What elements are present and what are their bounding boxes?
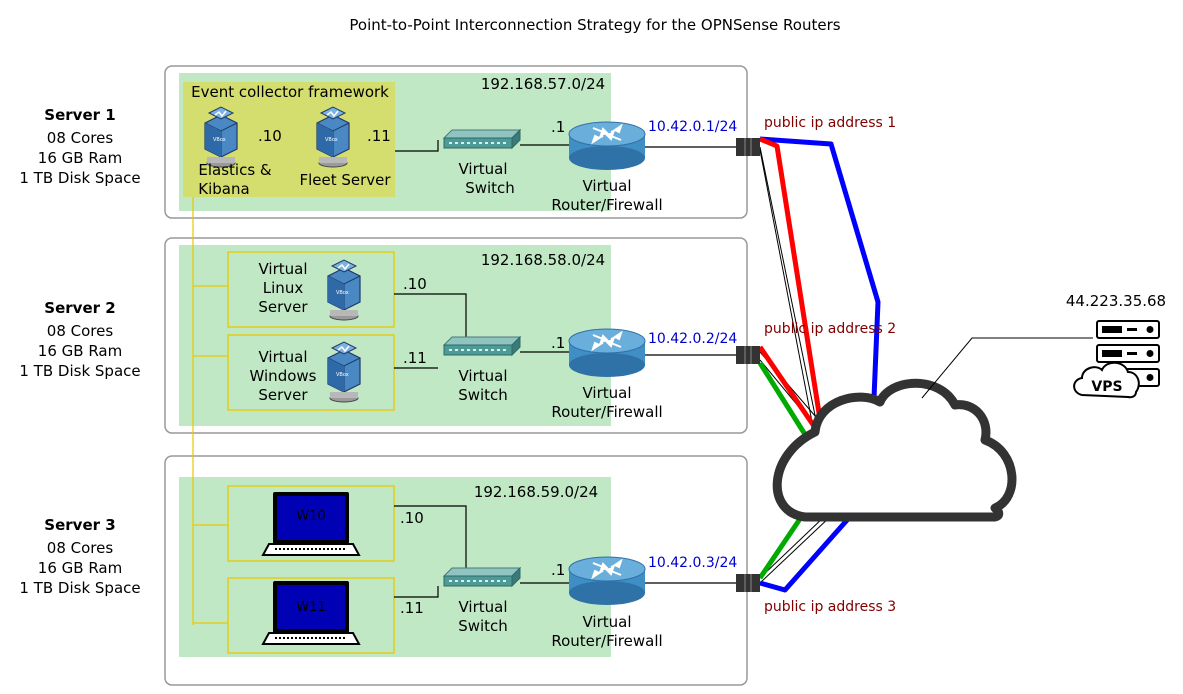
linux-vm-line3: Server (258, 298, 308, 316)
switch-3-line1: Virtual (458, 598, 507, 616)
server-2-ram: 16 GB Ram (38, 342, 122, 360)
w10-client-box (227, 485, 395, 562)
agent-bus (192, 197, 228, 625)
server-1-info: Server 1 08 Cores 16 GB Ram 1 TB Disk Sp… (19, 106, 140, 187)
wan-port-icon (735, 345, 761, 365)
switch-icon (443, 129, 521, 149)
link-red (759, 136, 825, 433)
subnet-3-label: 192.168.59.0/24 (474, 483, 598, 501)
p2p-links (757, 136, 881, 593)
wan-port-icon (735, 137, 761, 157)
subnet-3-area (179, 477, 611, 657)
server-2-cores: 08 Cores (47, 322, 114, 340)
router-icon (568, 121, 646, 171)
server-2-disk: 1 TB Disk Space (19, 362, 140, 380)
link-green (757, 361, 809, 438)
server-3-info: Server 3 08 Cores 16 GB Ram 1 TB Disk Sp… (19, 516, 140, 597)
fleet-octet: .11 (367, 127, 391, 145)
vps-link (921, 337, 1093, 399)
laptop-icon: W11 (262, 580, 360, 645)
server-3-name: Server 3 (44, 516, 115, 534)
router-2-octet: .1 (551, 334, 565, 352)
router-icon (568, 328, 646, 378)
server-1-ram: 16 GB Ram (38, 149, 122, 167)
router-3-line2: Router/Firewall (551, 632, 662, 650)
elastic-label-2: Kibana (198, 180, 249, 198)
server-3-ram: 16 GB Ram (38, 559, 122, 577)
internal-links (394, 140, 736, 598)
public-ip-2: public ip address 2 (764, 321, 896, 337)
w11-label: W11 (296, 600, 325, 615)
router-1-line2: Router/Firewall (551, 196, 662, 214)
server-rack-icon: VPS (1073, 320, 1160, 399)
wan-ip-3: 10.42.0.3/24 (648, 555, 737, 571)
switch-icon (443, 336, 521, 356)
windows-vm-line3: Server (258, 386, 308, 404)
linux-vm-octet: .10 (403, 275, 427, 293)
event-collector-title: Event collector framework (191, 83, 389, 101)
link-blue (759, 517, 850, 593)
server-1-cores: 08 Cores (47, 129, 114, 147)
laptop-icon: W10 (262, 491, 360, 556)
server-1-name: Server 1 (44, 106, 115, 124)
router-icon (568, 556, 646, 606)
windows-vm-line1: Virtual (258, 348, 307, 366)
linux-vm-box (227, 251, 395, 328)
server-2-name: Server 2 (44, 299, 115, 317)
w10-label: W10 (296, 509, 325, 524)
w11-octet: .11 (400, 599, 424, 617)
elastic-label-1: Elastics & (198, 161, 272, 179)
server-2-info: Server 2 08 Cores 16 GB Ram 1 TB Disk Sp… (19, 299, 140, 380)
router-3-line1: Virtual (582, 613, 631, 631)
wan-port-icon (735, 573, 761, 593)
windows-vm-line2: Windows (250, 367, 317, 385)
cloud-icon (772, 378, 1017, 522)
server-3-disk: 1 TB Disk Space (19, 579, 140, 597)
router-2-line2: Router/Firewall (551, 403, 662, 421)
router-3-octet: .1 (551, 561, 565, 579)
elastic-octet: .10 (258, 127, 282, 145)
fleet-label: Fleet Server (299, 171, 391, 189)
server-1-disk: 1 TB Disk Space (19, 169, 140, 187)
link-red (757, 345, 821, 434)
server-3-cores: 08 Cores (47, 539, 114, 557)
router-1-octet: .1 (551, 118, 565, 136)
switch-2-line2: Switch (458, 386, 508, 404)
router-2-line1: Virtual (582, 384, 631, 402)
w11-client-box (227, 577, 395, 654)
switch-1-line1: Virtual (458, 160, 507, 178)
subnet-2-label: 192.168.58.0/24 (481, 251, 605, 269)
wan-ip-2: 10.42.0.2/24 (648, 331, 737, 347)
switch-icon (443, 567, 521, 587)
link-green (757, 508, 809, 580)
linux-vm-line2: Linux (263, 279, 304, 297)
switch-2-line1: Virtual (458, 367, 507, 385)
vps-ip: 44.223.35.68 (1066, 292, 1166, 310)
diagram-title: Point-to-Point Interconnection Strategy … (349, 16, 840, 34)
w10-octet: .10 (400, 509, 424, 527)
public-ip-1: public ip address 1 (764, 115, 896, 131)
windows-vm-octet: .11 (403, 349, 427, 367)
port-cloud-links (759, 146, 833, 584)
subnet-1-label: 192.168.57.0/24 (481, 75, 605, 93)
linux-vm-line1: Virtual (258, 260, 307, 278)
vps-label: VPS (1091, 379, 1122, 395)
switch-1-line2: Switch (465, 179, 515, 197)
router-1-line1: Virtual (582, 177, 631, 195)
switch-3-line2: Switch (458, 617, 508, 635)
public-ip-3: public ip address 3 (764, 599, 896, 615)
wan-ip-1: 10.42.0.1/24 (648, 119, 737, 135)
link-blue (759, 136, 881, 399)
windows-vm-box (227, 334, 395, 411)
